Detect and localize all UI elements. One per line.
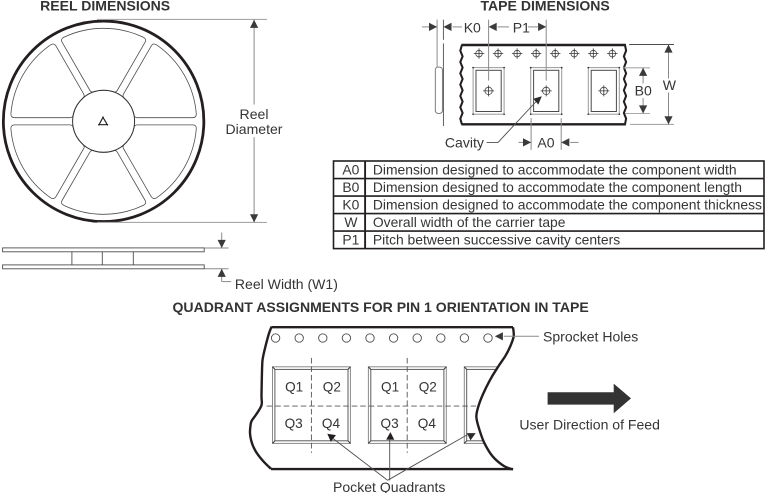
svg-text:A0: A0: [537, 134, 554, 150]
svg-text:Q2: Q2: [419, 380, 437, 395]
svg-text:QUADRANT ASSIGNMENTS FOR PIN 1: QUADRANT ASSIGNMENTS FOR PIN 1 ORIENTATI…: [173, 299, 589, 315]
svg-text:Q2: Q2: [323, 380, 341, 395]
svg-text:Reel: Reel: [240, 106, 269, 122]
svg-text:Sprocket Holes: Sprocket Holes: [543, 329, 638, 345]
svg-text:Q3: Q3: [381, 416, 399, 431]
svg-text:B0: B0: [635, 83, 652, 99]
svg-text:Pocket Quadrants: Pocket Quadrants: [333, 479, 445, 493]
svg-text:Pitch between successive cavit: Pitch between successive cavity centers: [373, 232, 620, 248]
svg-text:W: W: [344, 214, 358, 230]
svg-text:P1: P1: [513, 20, 530, 36]
svg-text:A0: A0: [342, 162, 359, 178]
svg-text:B0: B0: [342, 179, 359, 195]
svg-text:REEL DIMENSIONS: REEL DIMENSIONS: [40, 0, 170, 14]
svg-text:Q4: Q4: [418, 416, 437, 431]
svg-text:Diameter: Diameter: [226, 121, 283, 137]
svg-text:User Direction of Feed: User Direction of Feed: [519, 417, 660, 433]
svg-text:Q1: Q1: [381, 380, 399, 395]
svg-text:K0: K0: [342, 197, 359, 213]
svg-text:Cavity: Cavity: [445, 134, 484, 150]
svg-text:Q4: Q4: [322, 416, 341, 431]
svg-text:W: W: [663, 77, 677, 93]
svg-text:K0: K0: [464, 20, 481, 36]
svg-text:Overall width of the carrier t: Overall width of the carrier tape: [373, 214, 566, 230]
svg-text:Q1: Q1: [285, 380, 303, 395]
svg-text:Dimension designed to accommod: Dimension designed to accommodate the co…: [373, 162, 737, 178]
svg-text:Dimension designed to accommod: Dimension designed to accommodate the co…: [373, 197, 762, 213]
svg-text:P1: P1: [342, 232, 359, 248]
svg-text:Q3: Q3: [285, 416, 303, 431]
svg-text:Reel Width (W1): Reel Width (W1): [235, 276, 338, 292]
svg-text:Dimension designed to accommod: Dimension designed to accommodate the co…: [373, 179, 742, 195]
svg-text:TAPE DIMENSIONS: TAPE DIMENSIONS: [481, 0, 610, 14]
